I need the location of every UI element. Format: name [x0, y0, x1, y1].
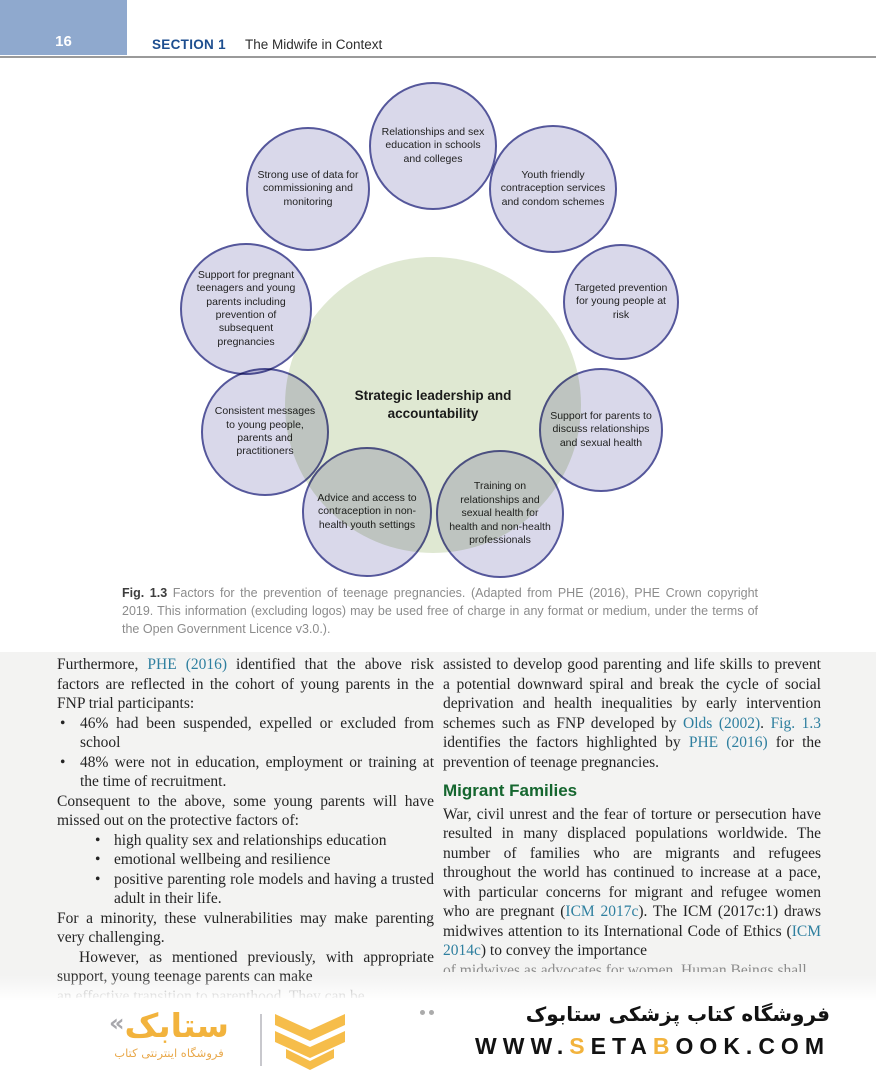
bullet-item: 46% had been suspended, expelled or excl… — [57, 714, 434, 753]
brand-url-segment: OOK.COM — [675, 1033, 830, 1059]
text-run: Migrant Families — [443, 781, 578, 800]
body-paragraph: War, civil unrest and the fear of tortur… — [443, 805, 821, 961]
text-run: For a minority, these vulnerabilities ma… — [57, 909, 434, 947]
diagram-circle-advice-access: Advice and access to contraception in no… — [302, 447, 432, 577]
logo-wordmark: ستابک — [124, 1006, 229, 1045]
citation-link[interactable]: PHE (2016) — [147, 656, 228, 673]
text-run: War, civil unrest and the fear of tortur… — [443, 805, 821, 921]
bullet-list: high quality sex and relationships educa… — [57, 831, 434, 909]
body-paragraph: Furthermore, PHE (2016) identified that … — [57, 655, 434, 714]
logo-divider — [260, 1014, 262, 1066]
citation-link[interactable]: PHE (2016) — [688, 734, 768, 751]
bullet-item: emotional wellbeing and resilience — [57, 850, 434, 870]
text-run: ) to convey the importance — [480, 942, 648, 959]
text-run: Consequent to the above, some young pare… — [57, 792, 434, 830]
watermark-footer: «ستابک فروشگاه اینترنتی کتاب فروشگاه کتا… — [0, 1000, 876, 1080]
bullet-item: high quality sex and relationships educa… — [57, 831, 434, 851]
figure-caption-text: Factors for the prevention of teenage pr… — [122, 586, 758, 636]
section-title: The Midwife in Context — [245, 37, 383, 52]
figure-caption-label: Fig. 1.3 — [122, 586, 168, 600]
citation-link[interactable]: ICM 2017c — [565, 903, 639, 920]
body-column-right: assisted to develop good parenting and l… — [443, 655, 821, 972]
text-run: identified that the above risk factors a… — [57, 656, 434, 712]
citation-link[interactable]: ICM 2014c — [443, 922, 821, 960]
header-divider — [0, 56, 876, 58]
page-number: 16 — [55, 33, 72, 50]
body-paragraph: Consequent to the above, some young pare… — [57, 792, 434, 831]
text-run: ). The ICM (2017c:1) draws midwives atte… — [443, 903, 821, 940]
footer-dots — [420, 1002, 438, 1020]
brand-tagline-farsi: فروشگاه کتاب پزشکی ستابوک — [525, 1002, 830, 1026]
figure-1-3-diagram: Strategic leadership and accountability … — [0, 75, 876, 587]
brand-url-segment: B — [652, 1033, 676, 1059]
brand-block: فروشگاه کتاب پزشکی ستابوک WWW.SETABOOK.C… — [475, 1002, 830, 1060]
logo-subtitle: فروشگاه اینترنتی کتاب — [114, 1046, 224, 1060]
text-run: . — [760, 714, 771, 732]
diagram-circle-support-pregnant-teenagers: Support for pregnant teenagers and young… — [180, 243, 312, 375]
bullet-list: 46% had been suspended, expelled or excl… — [57, 714, 434, 792]
diagram-circle-youth-contraception: Youth friendly contraception services an… — [489, 125, 617, 253]
text-run: of midwives as advocates for women. Huma… — [443, 961, 807, 972]
diagram-circle-support-parents: Support for parents to discuss relations… — [539, 368, 663, 492]
text-run: for the prevention of teenage pregnancie… — [443, 734, 822, 771]
citation-link[interactable]: Olds (2002) — [683, 714, 761, 732]
brand-url-segment: WWW. — [475, 1033, 570, 1059]
diagram-circle-training: Training on relationships and sexual hea… — [436, 450, 564, 578]
section-subheading: Migrant Families — [443, 781, 821, 801]
brand-url-segment: S — [569, 1033, 591, 1059]
body-text-section: Furthermore, PHE (2016) identified that … — [0, 652, 876, 1004]
setabook-logo: «ستابک فروشگاه اینترنتی کتاب — [84, 1006, 254, 1060]
page-number-box: 16 — [0, 0, 127, 55]
section-label: SECTION 1 — [152, 37, 226, 52]
diagram-circle-consistent-messages: Consistent messages to young people, par… — [201, 368, 329, 496]
brand-url: WWW.SETABOOK.COM — [475, 1033, 830, 1060]
bullet-item: positive parenting role models and havin… — [57, 870, 434, 909]
text-run: Furthermore, — [57, 656, 148, 673]
cutoff-line: of midwives as advocates for women. Huma… — [443, 961, 821, 972]
body-paragraph: For a minority, these vulnerabilities ma… — [57, 909, 434, 948]
bullet-item: 48% were not in education, employment or… — [57, 753, 434, 792]
body-column-left: Furthermore, PHE (2016) identified that … — [57, 655, 434, 998]
chevron-emblem-icon — [275, 1014, 345, 1070]
citation-link[interactable]: Fig. 1.3 — [770, 714, 822, 732]
diagram-circle-relationships-education: Relationships and sex education in schoo… — [369, 82, 497, 210]
text-run: assisted to develop good parenting and l… — [443, 656, 821, 732]
diagram-circle-data-use: Strong use of data for commissioning and… — [246, 127, 370, 251]
text-run: identifies the factors highlighted by — [443, 734, 689, 751]
figure-caption: Fig. 1.3 Factors for the prevention of t… — [122, 585, 758, 638]
body-paragraph: assisted to develop good parenting and l… — [443, 655, 821, 772]
diagram-circle-targeted-prevention: Targeted prevention for young people at … — [563, 244, 679, 360]
logo-chevron-mark: « — [108, 1009, 125, 1037]
brand-url-segment: ETA — [590, 1033, 653, 1059]
